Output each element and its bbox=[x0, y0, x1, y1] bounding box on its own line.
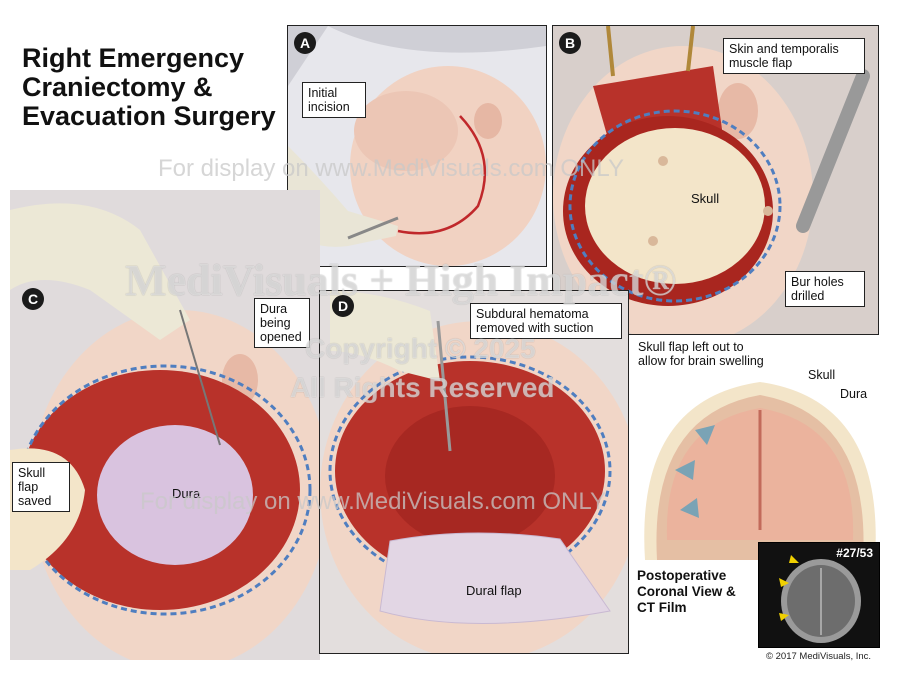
coronal-dura-label: Dura bbox=[840, 387, 868, 401]
panel-a-initial-incision: A Initial incision bbox=[287, 25, 547, 267]
dura-label: Dura bbox=[172, 486, 201, 501]
panel-d-letter: D bbox=[332, 295, 354, 317]
bur-holes-label: Bur holes drilled bbox=[785, 271, 865, 307]
dural-flap-label: Dural flap bbox=[466, 583, 522, 598]
panel-c-letter: C bbox=[22, 288, 44, 310]
panel-b-letter: B bbox=[559, 32, 581, 54]
coronal-caption: Postoperative Coronal View & CT Film bbox=[637, 568, 736, 615]
page-title: Right Emergency Craniectomy & Evacuation… bbox=[22, 43, 276, 131]
panel-d-hematoma-evacuation: D Subdural hematoma removed with suction… bbox=[319, 290, 629, 654]
panel-a-letter: A bbox=[294, 32, 316, 54]
skull-label-b: Skull bbox=[691, 191, 720, 206]
subdural-hematoma-label: Subdural hematoma removed with suction bbox=[470, 303, 622, 339]
copyright-footer: © 2017 MediVisuals, Inc. bbox=[766, 651, 872, 662]
skull-flap-saved-label: Skull flap saved bbox=[12, 462, 70, 512]
skin-temporalis-flap-label: Skin and temporalis muscle flap bbox=[723, 38, 865, 74]
panel-b-skull-exposure: B Skin and temporalis muscle flap Skull … bbox=[552, 25, 879, 335]
panel-c-illustration bbox=[10, 190, 320, 660]
dura-being-opened-label: Dura being opened bbox=[254, 298, 310, 348]
ct-slice-number: #27/53 bbox=[836, 546, 873, 560]
coronal-illustration bbox=[644, 382, 876, 560]
coronal-view: Skull flap left out to allow for brain s… bbox=[635, 340, 885, 560]
panel-a-illustration bbox=[288, 26, 546, 266]
ct-scan-image bbox=[779, 555, 861, 643]
coronal-skull-flap-label: Skull flap left out to allow for brain s… bbox=[638, 340, 764, 368]
ct-film: #27/53 bbox=[758, 542, 880, 648]
initial-incision-label: Initial incision bbox=[302, 82, 366, 118]
panel-c-dura-opening: C Dura being opened Dura Skull flap save… bbox=[10, 190, 320, 660]
coronal-skull-label: Skull bbox=[808, 368, 836, 382]
panel-d-illustration bbox=[320, 291, 628, 653]
